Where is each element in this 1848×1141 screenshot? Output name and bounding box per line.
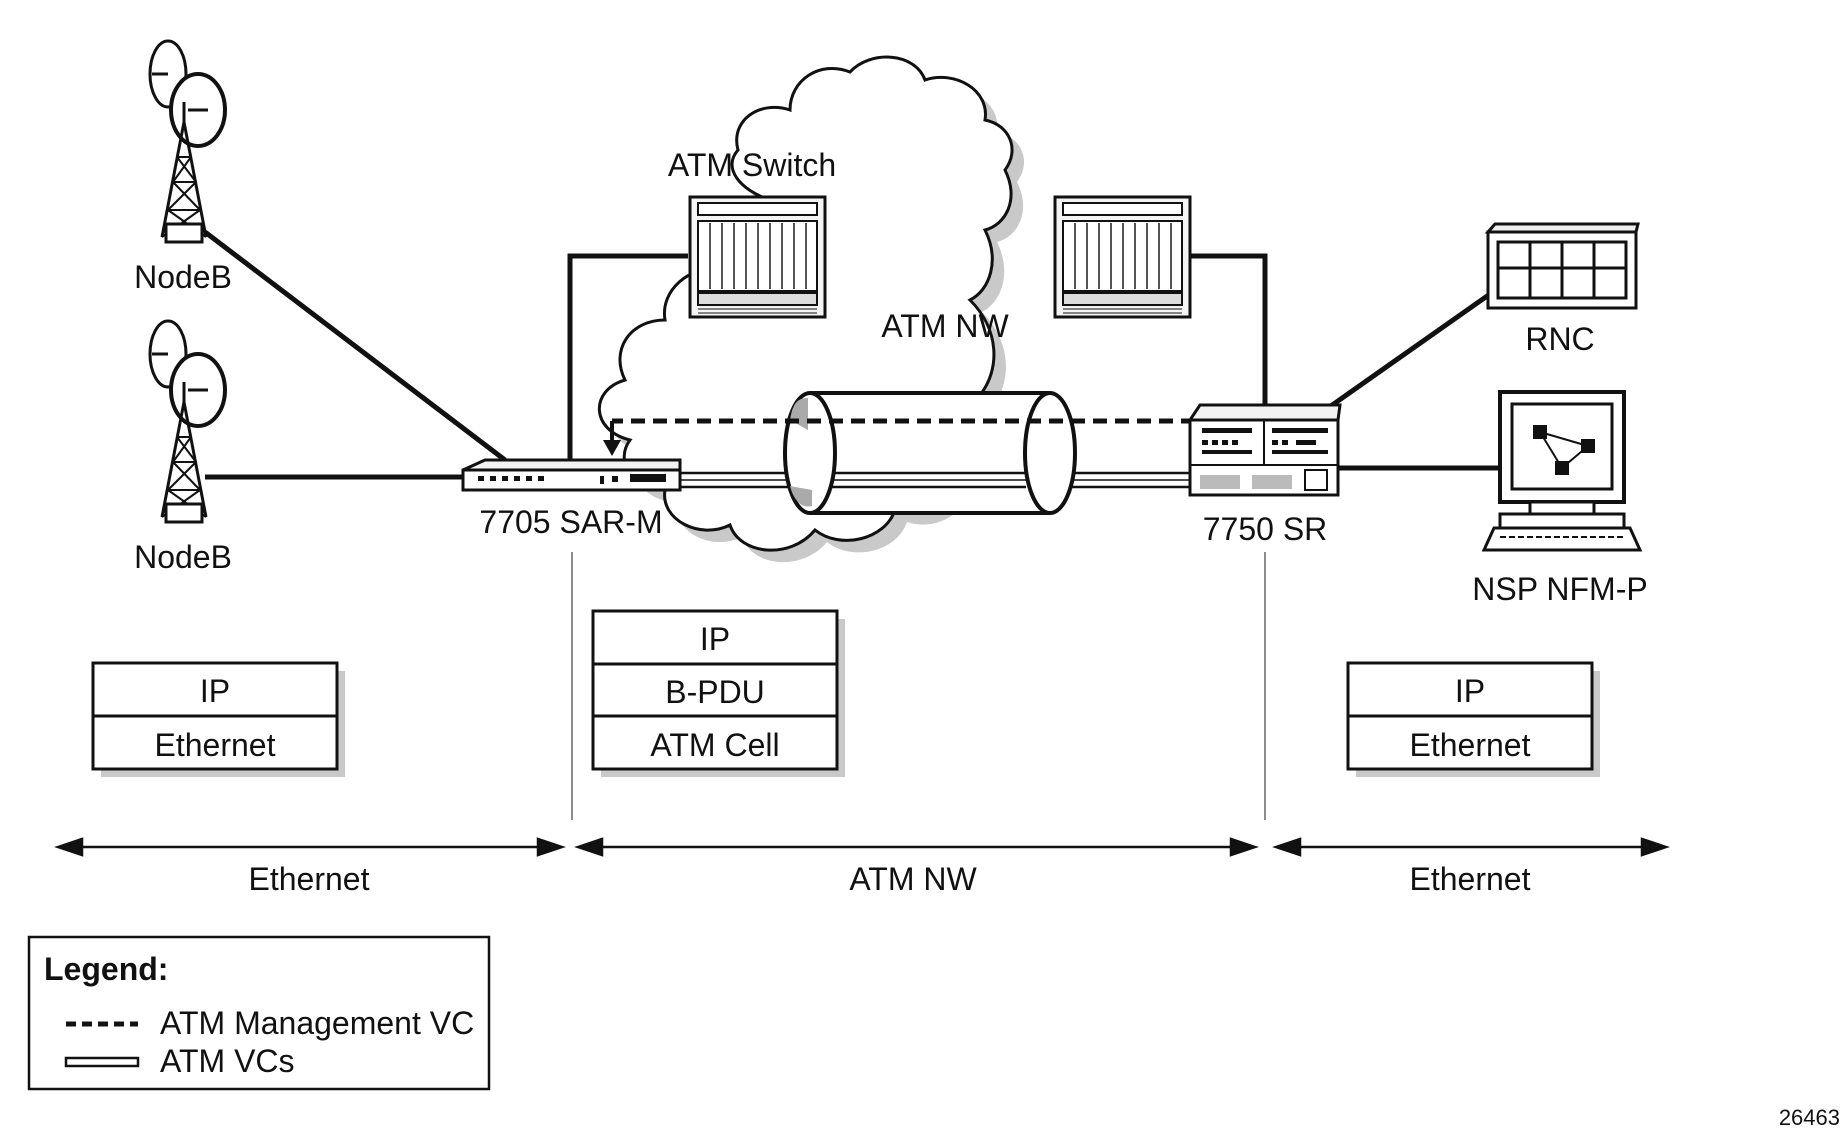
legend-vcs: ATM VCs [160,1043,295,1079]
legend-title: Legend: [44,951,168,987]
segment-left-label: Ethernet [249,861,370,897]
nodeb-top-label: NodeB [134,259,232,295]
stack-left-layer: Ethernet [155,727,276,763]
nsp-workstation [1481,390,1643,552]
rnc-label: RNC [1525,321,1594,357]
atm-management-vc-line [603,418,1195,456]
sr-label: 7750 SR [1203,511,1328,547]
nodeb-bottom-label: NodeB [134,539,232,575]
segment-right-label: Ethernet [1410,861,1531,897]
atm-cloud-label: ATM NW [881,308,1009,344]
stack-left-layer: IP [200,673,230,709]
segment-arrows [54,837,1670,857]
atm-switch-right [1053,195,1192,319]
figure-id: 26463 [1779,1105,1840,1130]
segment-separators [571,552,1266,820]
nodeb-tower-top [148,39,227,244]
stack-middle-layer: ATM Cell [650,727,779,763]
legend [27,935,491,1091]
stack-middle-layer: B-PDU [665,674,765,710]
legend-management-vc: ATM Management VC [160,1005,474,1041]
protocol-stack-middle [591,609,845,777]
sr-router [1187,403,1342,497]
atm-switch-label: ATM Switch [668,147,836,183]
tunnel-cylinder [783,391,1077,515]
atm-switch-left [688,195,827,319]
sar-label: 7705 SAR-M [479,504,662,540]
stack-middle-layer: IP [700,621,730,657]
nodeb-tower-bottom [148,319,227,524]
protocol-stack-right [1346,661,1600,777]
stack-right-layer: IP [1455,673,1485,709]
stack-right-layer: Ethernet [1410,727,1531,763]
network-links [203,230,1498,480]
sar-router [461,458,682,492]
nsp-label: NSP NFM-P [1472,571,1647,607]
rnc-server [1484,222,1640,310]
protocol-stack-left [91,661,345,777]
segment-middle-label: ATM NW [849,861,977,897]
